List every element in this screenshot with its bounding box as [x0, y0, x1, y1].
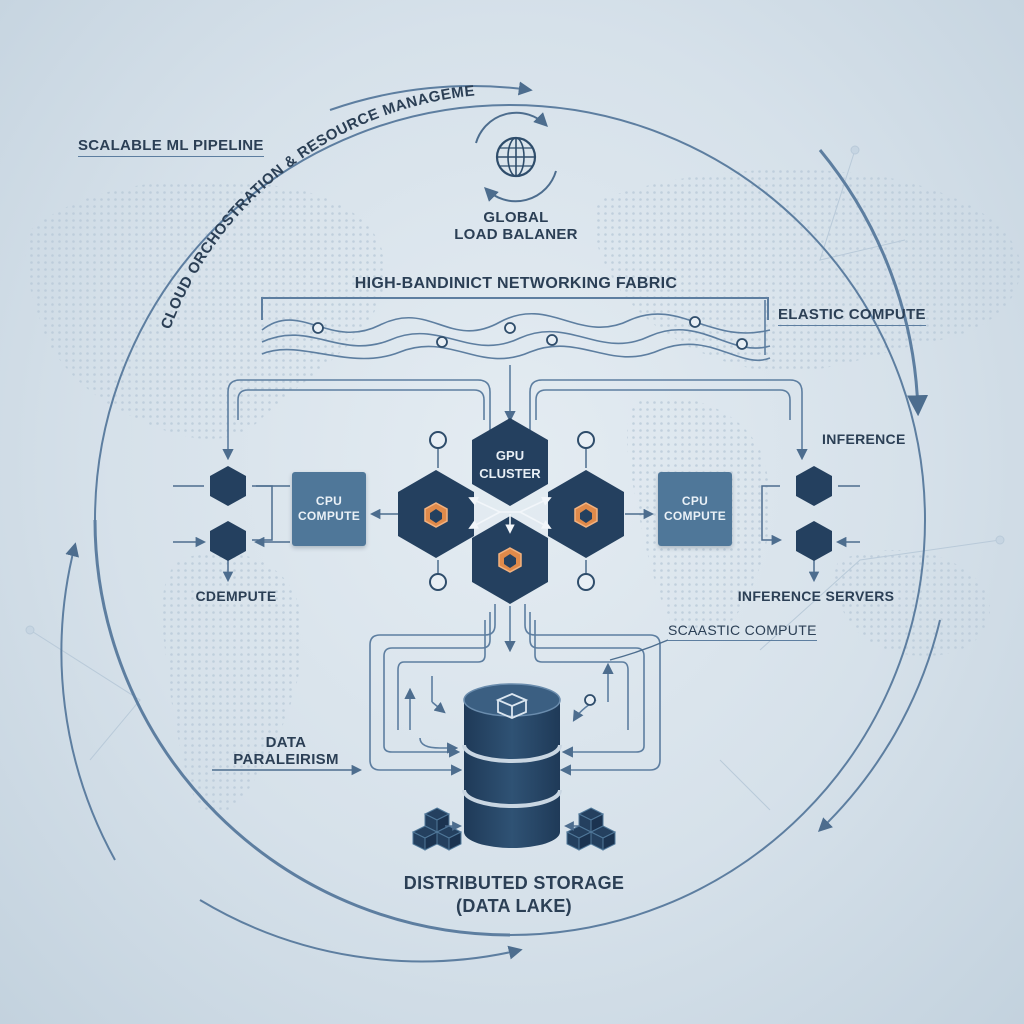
- cpu-right-line2: COMPUTE: [663, 509, 727, 523]
- pipeline-label: SCALABLE ML PIPELINE: [78, 137, 264, 158]
- data-parallelism-label: DATA PARALEIRISM: [233, 734, 339, 769]
- database-icon: [462, 683, 562, 848]
- storage-connectors: [369, 604, 661, 776]
- cpu-compute-right: CPU COMPUTE: [658, 472, 732, 546]
- distributed-storage-label: DISTRIBUTED STORAGE (DATA LAKE): [404, 872, 624, 919]
- global-lb-line1: GLOBAL: [483, 209, 549, 226]
- cpu-left-line1: CPU: [315, 494, 343, 508]
- cpu-right-line1: CPU: [681, 494, 709, 508]
- data-parallelism-line1: DATA: [265, 734, 307, 751]
- globe-icon: [475, 111, 557, 203]
- global-load-balancer-label: GLOBAL LOAD BALANER: [454, 209, 578, 244]
- gpu-cluster-label-line1: GPU: [496, 448, 524, 463]
- pipeline-orbit: [60, 81, 941, 963]
- cpu-left-line2: COMPUTE: [297, 509, 361, 523]
- inference-servers-label: INFERENCE SERVERS: [737, 588, 895, 604]
- gpu-cluster: [398, 418, 624, 604]
- storage-node: [584, 694, 596, 706]
- scaastic-pointer: [609, 639, 669, 661]
- left-compute-nodes: [173, 466, 290, 583]
- storage-line1: DISTRIBUTED STORAGE: [403, 873, 625, 893]
- gpu-cluster-label-line2: CLUSTER: [479, 466, 541, 481]
- network-fabric-label: HIGH-BANDINICT NETWORKING FABRIC: [354, 275, 678, 292]
- cdempute-label: CDEMPUTE: [195, 588, 277, 604]
- constellation-lines: [25, 145, 1005, 811]
- right-inference-nodes: [761, 466, 860, 583]
- global-lb-line2: LOAD BALANER: [454, 226, 578, 244]
- fabric-connectors: [222, 365, 808, 461]
- network-fabric: [261, 297, 771, 361]
- storage-line2: (DATA LAKE): [456, 896, 572, 917]
- data-parallelism-line2: PARALEIRISM: [233, 751, 339, 769]
- scaastic-compute-label: SCAASTIC COMPUTE: [668, 622, 817, 642]
- fabric-nodes: [312, 316, 748, 350]
- cpu-compute-left: CPU COMPUTE: [292, 472, 366, 546]
- inference-label: INFERENCE: [822, 431, 906, 447]
- elastic-compute-label: ELASTIC COMPUTE: [778, 306, 926, 327]
